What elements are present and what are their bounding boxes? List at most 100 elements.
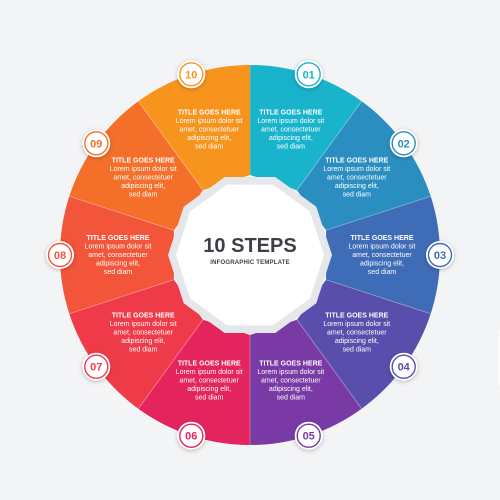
segment-10 <box>138 65 250 191</box>
segment-body-line: Lorem ipsum dolor sit <box>176 369 243 376</box>
step-badge-09: 09 <box>82 129 111 158</box>
segment-body-line: Lorem ipsum dolor sit <box>323 166 390 173</box>
step-badge-06: 06 <box>177 421 206 450</box>
segment-body-line: Lorem ipsum dolor sit <box>257 369 324 376</box>
segment-body-line: sed diam <box>368 269 397 276</box>
step-badge-10: 10 <box>177 60 206 89</box>
segment-07 <box>69 279 203 409</box>
segment-body-line: sed diam <box>195 144 224 151</box>
segment-divider <box>296 101 363 191</box>
badge-circle <box>82 129 111 158</box>
segment-body-line: adipiscing elit, <box>335 338 379 345</box>
center-subtitle: INFOGRAPHIC TEMPLATE <box>210 260 290 266</box>
segment-body-line: amet, consectetuer <box>113 330 173 337</box>
segment-body-line: adipiscing elit, <box>269 386 313 393</box>
badge-ring <box>296 62 321 87</box>
segment-06 <box>138 319 250 446</box>
segment-label-02: TITLE GOES HERE Lorem ipsum dolor sitamet… <box>323 157 390 198</box>
step-badge-01: 01 <box>294 60 323 89</box>
step-badge-07: 07 <box>82 352 111 381</box>
segment-body-line: sed diam <box>129 347 158 354</box>
segment-03 <box>326 196 441 314</box>
segment-body-line: amet, consectetuer <box>179 127 239 134</box>
segment-title: TITLE GOES HERE <box>178 110 241 117</box>
center-title: 10 STEPS <box>203 235 296 257</box>
segment-body-line: sed diam <box>195 395 224 402</box>
badge-circle <box>177 421 206 450</box>
segment-body-line: sed diam <box>343 347 372 354</box>
badge-ring <box>296 423 321 448</box>
segment-08 <box>59 196 174 314</box>
segment-body-line: adipiscing elit, <box>96 261 140 268</box>
badge-number: 04 <box>398 362 411 374</box>
badge-ring <box>179 62 204 87</box>
segment-body-line: Lorem ipsum dolor sit <box>110 166 177 173</box>
badge-ring <box>47 242 73 268</box>
segment-title: TITLE GOES HERE <box>178 361 241 368</box>
segment-body-line: adipiscing elit, <box>335 183 379 190</box>
badge-ring <box>391 131 416 156</box>
badge-circle <box>389 129 418 158</box>
segment-body-line: sed diam <box>343 191 372 198</box>
badge-number: 05 <box>303 431 315 443</box>
badge-number: 09 <box>90 138 102 150</box>
segment-body-line: adipiscing elit, <box>187 386 231 393</box>
segment-divider <box>69 195 175 231</box>
segment-body-line: sed diam <box>277 144 306 151</box>
badge-ring <box>84 354 109 379</box>
segment-body-line: Lorem ipsum dolor sit <box>257 118 324 125</box>
segment-divider <box>325 279 431 315</box>
center-decagon <box>176 184 324 326</box>
segment-body-line: Lorem ipsum dolor sit <box>85 244 152 251</box>
segment-body-line: Lorem ipsum dolor sit <box>323 321 390 328</box>
badge-number: 07 <box>90 362 102 374</box>
segment-body-line: amet, consectetuer <box>113 174 173 181</box>
segment-body-line: amet, consectetuer <box>261 127 321 134</box>
badge-ring <box>427 242 453 268</box>
center-hub: 10 STEPS INFOGRAPHIC TEMPLATE <box>168 177 332 333</box>
segment-title: TITLE GOES HERE <box>259 361 322 368</box>
badge-number: 10 <box>185 69 197 81</box>
segment-body-line: amet, consectetuer <box>88 252 148 259</box>
segment-title: TITLE GOES HERE <box>259 110 322 117</box>
segment-body-line: amet, consectetuer <box>327 174 387 181</box>
segment-body-line: amet, consectetuer <box>179 378 239 385</box>
step-badge-03: 03 <box>426 241 454 269</box>
step-badge-05: 05 <box>294 421 323 450</box>
segment-02 <box>297 101 431 231</box>
step-badge-04: 04 <box>389 352 418 381</box>
segment-title: TITLE GOES HERE <box>86 235 149 242</box>
segment-body-line: amet, consectetuer <box>352 252 412 259</box>
segment-body-line: adipiscing elit, <box>187 135 231 142</box>
segment-body-line: sed diam <box>277 395 306 402</box>
segment-body-line: Lorem ipsum dolor sit <box>349 244 416 251</box>
segment-body-line: adipiscing elit, <box>121 183 165 190</box>
segment-body-line: adipiscing elit, <box>269 135 313 142</box>
badge-circle <box>82 352 111 381</box>
segment-body-line: adipiscing elit, <box>360 261 404 268</box>
badge-number: 02 <box>398 138 410 150</box>
segment-body-line: Lorem ipsum dolor sit <box>176 118 243 125</box>
segment-body-line: amet, consectetuer <box>261 378 321 385</box>
segment-divider <box>69 279 175 315</box>
segment-title: TITLE GOES HERE <box>325 157 388 164</box>
badge-circle <box>426 241 454 269</box>
badge-circle <box>294 60 323 89</box>
segment-divider <box>137 319 204 409</box>
segment-body-line: sed diam <box>129 191 158 198</box>
segment-09 <box>69 101 203 231</box>
segment-divider <box>325 195 431 231</box>
badge-number: 03 <box>434 250 446 262</box>
segment-body-line: adipiscing elit, <box>121 338 165 345</box>
